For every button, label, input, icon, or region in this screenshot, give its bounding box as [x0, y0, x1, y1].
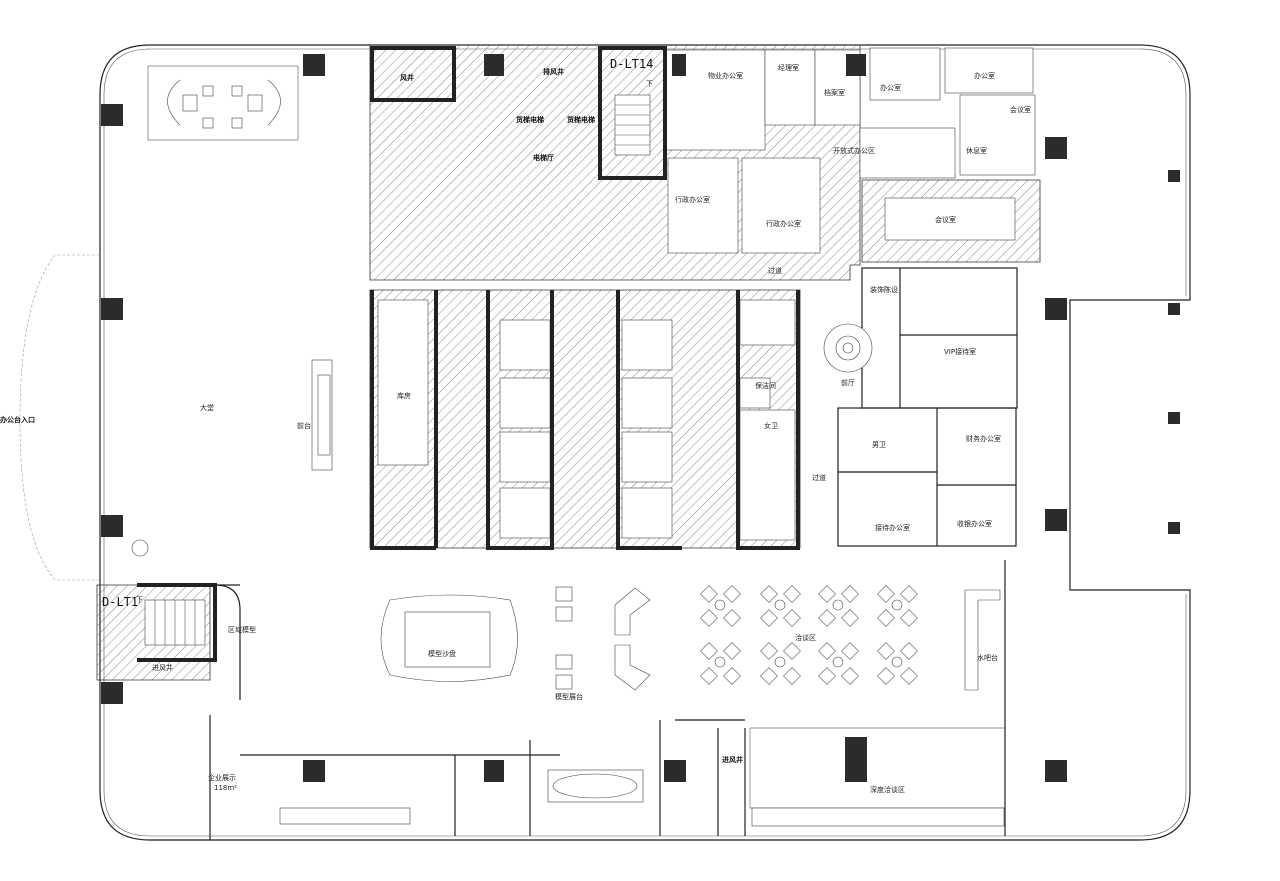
label-vip-room: VIP接待室 [944, 347, 976, 356]
label-elevator-hall: 电梯厅 [533, 153, 554, 162]
label-exhaust-shaft: 排风井 [543, 67, 564, 76]
label-warehouse: 库房 [397, 391, 411, 400]
label-entrance: 办公台入口 [0, 415, 35, 424]
label-negotiation-area: 洽谈区 [795, 633, 816, 642]
label-freight-elevator-1: 货梯电梯 [515, 115, 544, 124]
label-sales-office-2: 行政办公室 [766, 219, 801, 228]
east-rooms [823, 267, 1018, 547]
label-deep-negotiation: 深度洽谈区 [870, 785, 905, 794]
label-corridor-1: 过道 [768, 266, 782, 275]
label-reception-office: 接待办公室 [875, 523, 910, 532]
partitions [209, 560, 1006, 840]
middle-core-rooms [377, 299, 796, 541]
label-property-office: 物业办公室 [708, 71, 743, 80]
label-conference-room: 会议室 [935, 215, 956, 224]
label-finance-office: 财务办公室 [966, 434, 1001, 443]
label-stair-down-top: 下 [646, 80, 653, 88]
deep-negotiation-furniture [547, 727, 1006, 827]
room-labels: 办公台入口 大堂 前台 风井 排风井 货梯电梯 货梯电梯 D-LT14 下 电梯… [0, 57, 1031, 794]
stair-top [614, 94, 651, 156]
label-water-bar: 水吧台 [977, 653, 998, 662]
label-freight-elevator-2: 货梯电梯 [566, 115, 595, 124]
top-office-rooms [664, 47, 1036, 254]
label-sand-table: 模型沙盘 [428, 649, 456, 658]
label-sales-office-1: 行政办公室 [675, 195, 710, 204]
label-air-shaft: 风井 [400, 73, 414, 82]
label-open-office: 开放式办公区 [833, 146, 875, 155]
label-rest-room: 休息室 [966, 146, 987, 155]
label-model-display: 模型展台 [555, 692, 583, 701]
label-cleaning-room: 保洁间 [755, 381, 776, 390]
label-male-wc: 男卫 [872, 441, 886, 449]
label-archive-room: 档案室 [824, 88, 845, 97]
sand-table [380, 594, 518, 682]
label-cashier-office: 收银办公室 [957, 519, 992, 528]
label-reception-desk: 前台 [297, 421, 311, 430]
label-corporate-area: 118m² [214, 784, 237, 792]
label-corridor-2: 过道 [812, 473, 826, 482]
label-stair-down-bottom: 下 [136, 596, 143, 604]
building-envelope [19, 44, 1191, 841]
label-stair-code-bottom: D-LT1 [102, 595, 138, 609]
label-corporate-display: 企业展示 [208, 773, 236, 782]
label-office-2: 办公室 [974, 71, 995, 80]
lobby-furniture [131, 65, 518, 682]
label-air-intake-1: 进风井 [152, 663, 173, 672]
label-front-hall: 前厅 [841, 378, 855, 387]
label-manager-room: 经理室 [778, 63, 799, 72]
label-lobby: 大堂 [200, 403, 214, 412]
label-decoration: 装饰陈设 [870, 285, 898, 294]
label-office-1: 办公室 [880, 83, 901, 92]
label-meeting-room-small: 会议室 [1010, 105, 1031, 114]
columns [101, 54, 1180, 782]
label-area-model: 区域模型 [228, 625, 256, 634]
stair-bottom [144, 599, 206, 646]
negotiation-tables [555, 585, 918, 691]
label-stair-code-top: D-LT14 [610, 57, 653, 71]
stairs [144, 94, 651, 646]
structural-walls [137, 46, 800, 662]
label-air-intake-2: 进风井 [722, 755, 743, 764]
label-female-wc: 女卫 [764, 421, 778, 430]
water-bar [964, 589, 1001, 691]
